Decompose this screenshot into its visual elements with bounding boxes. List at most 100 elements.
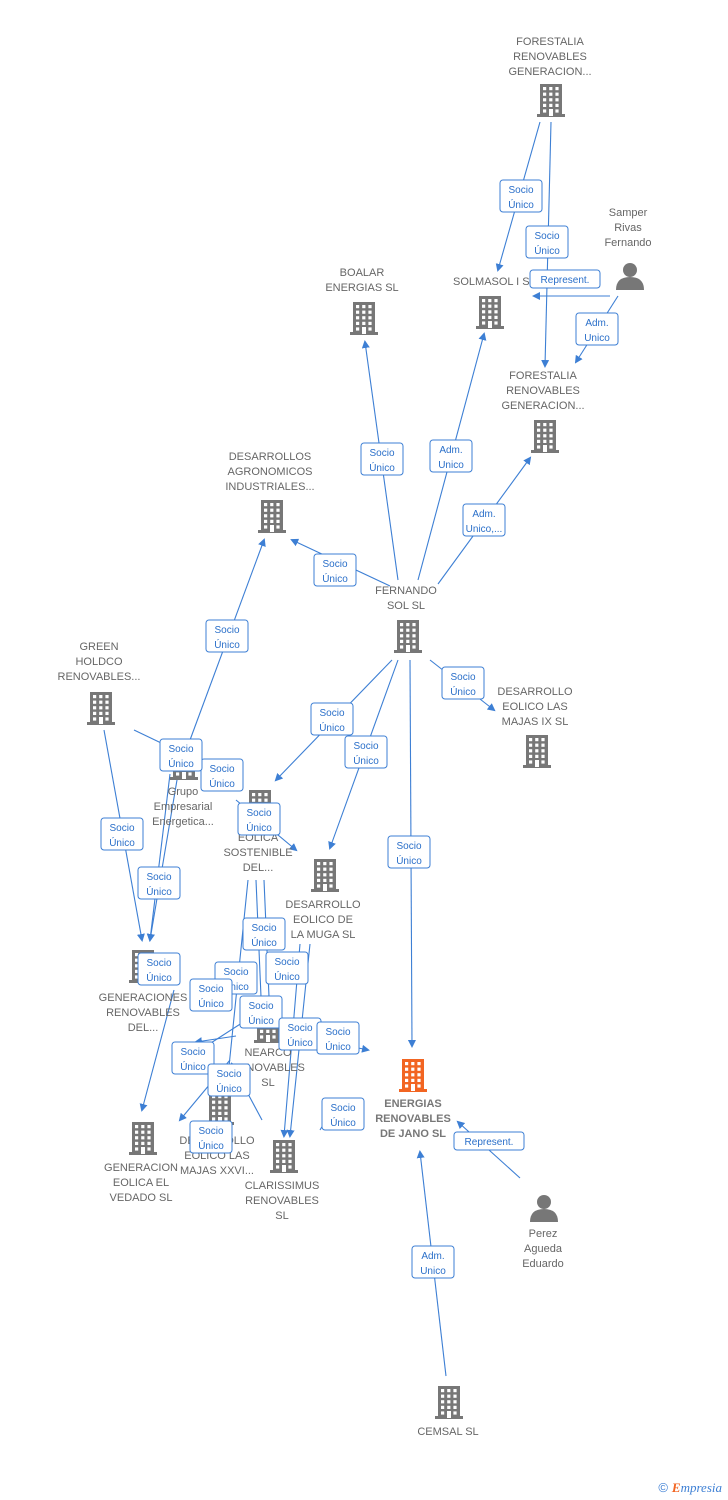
svg-text:Único: Único <box>109 836 135 849</box>
building-icon <box>399 1059 427 1092</box>
svg-text:Unico,...: Unico,... <box>466 524 503 535</box>
svg-text:Socio: Socio <box>330 1103 355 1114</box>
svg-text:Socio: Socio <box>325 1027 350 1038</box>
building-icon <box>537 84 565 117</box>
svg-text:Socio: Socio <box>168 744 193 755</box>
edge-26 <box>194 1035 237 1046</box>
svg-text:Único: Único <box>274 970 300 983</box>
edge-label-4[interactable]: Adm.Unico <box>575 312 619 346</box>
building-icon <box>350 302 378 335</box>
svg-text:Único: Único <box>180 1060 206 1073</box>
svg-text:Socio: Socio <box>322 559 347 570</box>
svg-text:Adm.: Adm. <box>585 318 608 329</box>
svg-text:Socio: Socio <box>180 1047 205 1058</box>
svg-text:Socio: Socio <box>198 984 223 995</box>
svg-text:Único: Único <box>251 936 277 949</box>
svg-text:Único: Único <box>508 198 534 211</box>
svg-text:Socio: Socio <box>146 958 171 969</box>
svg-text:Socio: Socio <box>319 708 344 719</box>
edge-label-31[interactable]: Represent. <box>453 1131 525 1151</box>
svg-text:Único: Único <box>322 572 348 585</box>
brand-name: mpresia <box>680 1480 722 1495</box>
node-solmasol[interactable]: SOLMASOL I SA <box>453 276 538 329</box>
building-icon <box>531 420 559 453</box>
building-icon <box>87 692 115 725</box>
svg-text:Socio: Socio <box>198 1126 223 1137</box>
svg-text:Socio: Socio <box>209 764 234 775</box>
svg-text:Único: Único <box>534 244 560 257</box>
copyright-symbol: © <box>658 1480 668 1495</box>
person-icon <box>616 263 644 290</box>
edge-label-6[interactable]: Adm.Unico <box>429 439 473 473</box>
edge-label-7[interactable]: Adm. Unico,... <box>462 503 506 537</box>
svg-text:Adm.: Adm. <box>421 1251 444 1262</box>
svg-text:Único: Único <box>198 1139 224 1152</box>
svg-text:Unico: Unico <box>420 1266 446 1277</box>
svg-text:Único: Único <box>246 821 272 834</box>
svg-text:Socio: Socio <box>450 672 475 683</box>
svg-text:Único: Único <box>168 757 194 770</box>
svg-text:Socio: Socio <box>287 1023 312 1034</box>
edge-label-32[interactable]: Adm. Unico <box>411 1245 455 1279</box>
svg-text:Único: Único <box>319 721 345 734</box>
building-icon <box>206 1092 234 1125</box>
edge-label-3[interactable]: Represent. <box>529 269 601 289</box>
node-cemsal[interactable]: CEMSAL SL <box>417 1386 479 1438</box>
svg-text:Único: Único <box>214 638 240 651</box>
svg-text:Socio: Socio <box>109 823 134 834</box>
svg-text:Socio: Socio <box>214 625 239 636</box>
svg-text:Socio: Socio <box>274 957 299 968</box>
empresia-footer[interactable]: ©Empresia <box>658 1480 722 1496</box>
building-icon <box>523 735 551 768</box>
svg-text:Adm.: Adm. <box>472 509 495 520</box>
